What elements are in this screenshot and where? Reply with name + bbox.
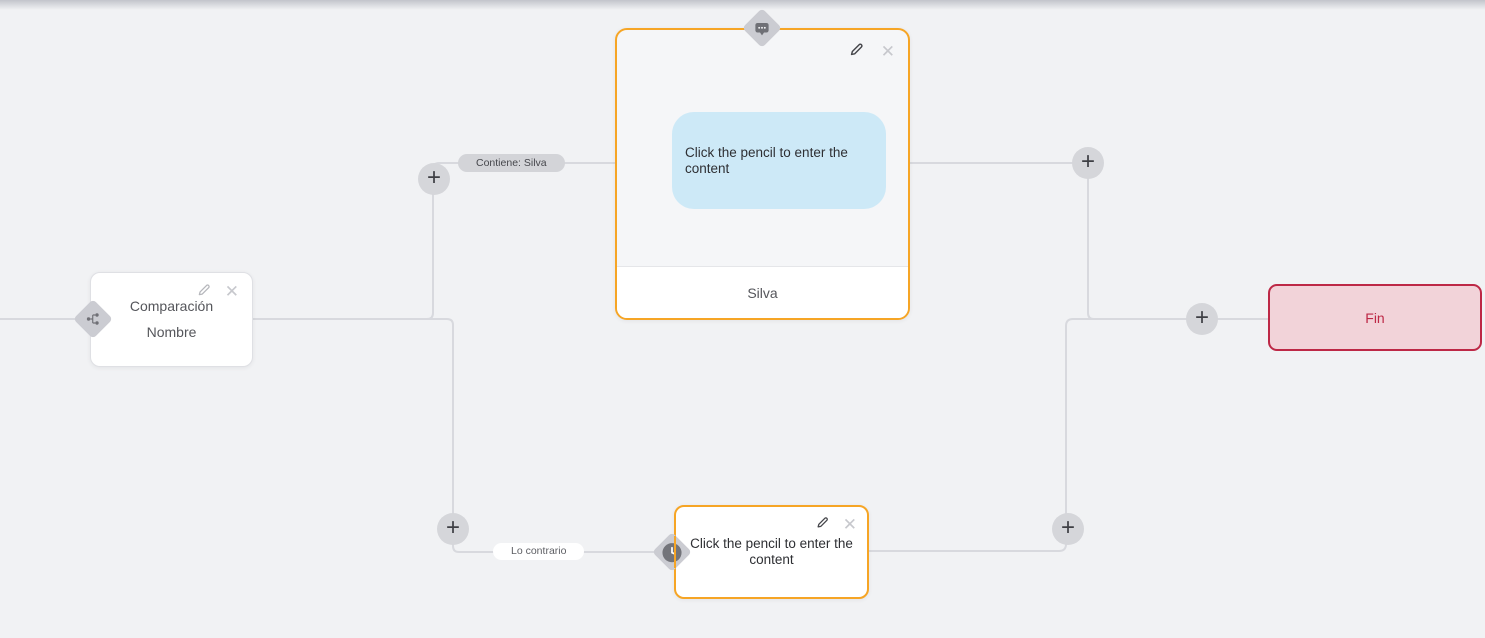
pencil-icon (848, 41, 865, 61)
clock-icon (662, 542, 683, 563)
add-step-after-otherwise-button[interactable]: + (437, 513, 469, 545)
edit-comparison-button[interactable] (196, 282, 212, 301)
sitemap-icon (85, 311, 101, 327)
add-step-before-end-button[interactable]: + (1186, 303, 1218, 335)
chat-bubble-icon (754, 20, 771, 37)
message-bubble: Click the pencil to enter the content (672, 112, 886, 209)
add-step-after-delay-button[interactable]: + (1052, 513, 1084, 545)
delay-node[interactable]: ✕ Click the pencil to enter the content (674, 505, 869, 599)
delete-message-button[interactable]: ✕ (881, 43, 895, 60)
comparison-title-line2: Nombre (146, 324, 197, 340)
edit-delay-button[interactable] (815, 515, 830, 533)
edge-delay-to-end (869, 318, 1105, 552)
message-placeholder-text: Click the pencil to enter the content (685, 144, 848, 176)
message-node[interactable]: ✕ Click the pencil to enter the content … (615, 28, 910, 320)
edge-message-to-end (910, 162, 1268, 320)
close-icon: ✕ (880, 41, 895, 61)
message-type-badge (742, 8, 782, 48)
edit-message-button[interactable] (848, 41, 865, 61)
pencil-icon (815, 515, 830, 533)
edge-label-otherwise: Lo contrario (493, 543, 585, 560)
delay-placeholder-text: Click the pencil to enter the content (690, 536, 853, 568)
edge-label-condition: Contiene: Silva (458, 154, 565, 172)
delay-border-overlay (674, 536, 676, 568)
close-icon: ✕ (842, 514, 857, 534)
close-icon: ✕ (224, 282, 239, 301)
add-step-after-condition-button[interactable]: + (418, 163, 450, 195)
delete-comparison-button[interactable]: ✕ (225, 283, 239, 300)
edge-comparison-to-delay (253, 318, 659, 553)
delete-delay-button[interactable]: ✕ (843, 516, 857, 533)
message-footer-label: Silva (617, 266, 908, 318)
comparison-node[interactable]: ✕ Comparación Nombre (90, 272, 253, 367)
comparison-title-line1: Comparación (129, 298, 214, 314)
add-step-after-message-button[interactable]: + (1072, 147, 1104, 179)
end-node[interactable]: Fin (1268, 284, 1482, 351)
comparison-type-badge (73, 299, 113, 339)
pencil-icon (196, 282, 212, 301)
